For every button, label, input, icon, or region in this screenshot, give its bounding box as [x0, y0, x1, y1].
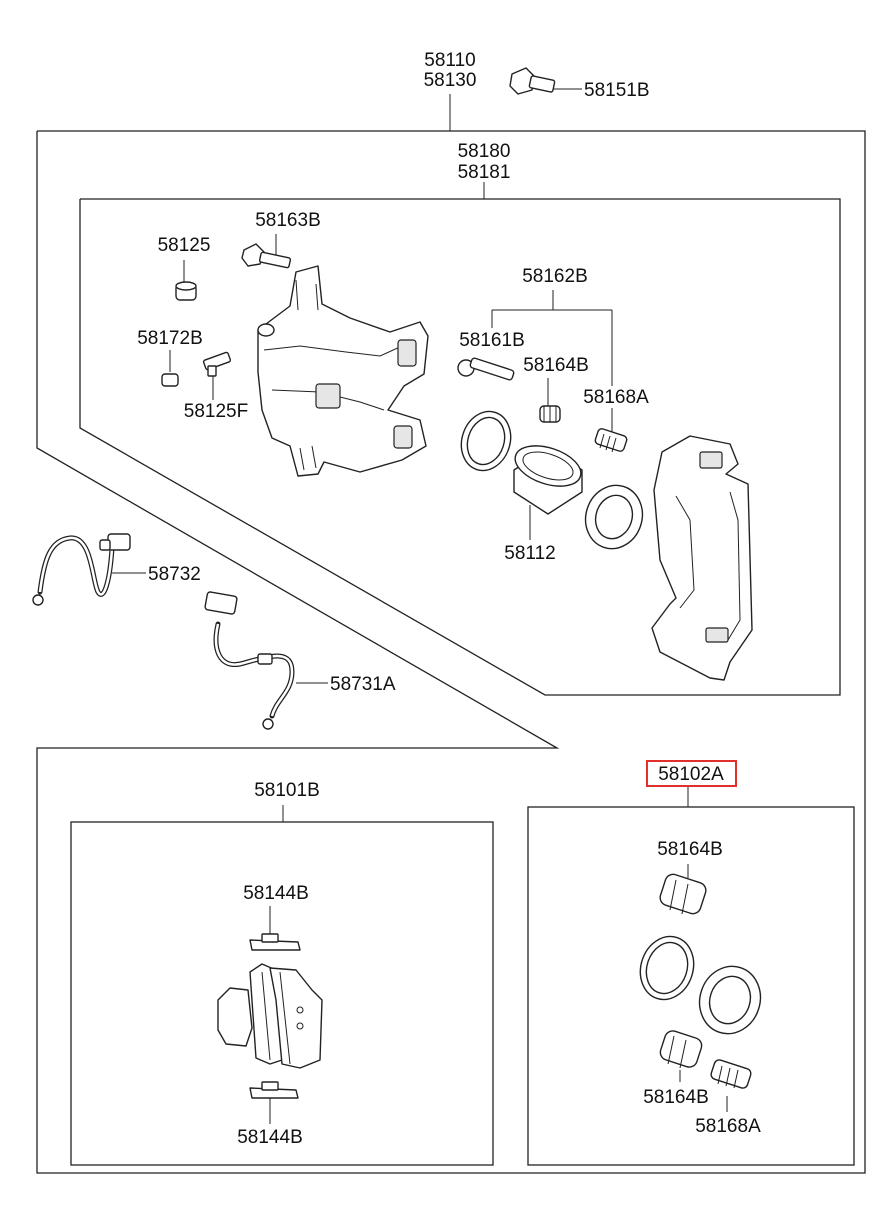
bleeder-cap-part — [175, 281, 197, 301]
kit-boot-bottom-part — [659, 1030, 703, 1069]
brake-pads-part — [217, 963, 323, 1069]
shim-lower-part — [249, 1081, 299, 1099]
seal-ring-part — [460, 410, 512, 472]
bracket-bolt-part — [241, 243, 292, 269]
label-pad-kit: 58101B — [254, 780, 320, 801]
label-main-assembly-1: 58110 — [424, 50, 475, 71]
kit-seal-ring-part — [639, 935, 695, 1001]
bleeder-screw-part — [202, 351, 232, 377]
brake-hose-left-part — [32, 533, 131, 606]
caliper-bracket-part — [651, 435, 753, 681]
label-bleeder-cap: 58125 — [158, 235, 211, 256]
label-shim-lower: 58144B — [237, 1127, 303, 1148]
label-hose-left: 58732 — [148, 564, 201, 585]
kit-boot-sleeve-part — [710, 1059, 752, 1089]
sleeve-upper-part — [594, 428, 628, 453]
bolt-top-part — [509, 67, 556, 95]
label-kit-boot-bottom: 58164B — [643, 1087, 709, 1108]
label-bleeder-plug: 58172B — [137, 328, 203, 349]
label-main-assembly-2: 58130 — [424, 70, 477, 91]
highlight-box — [646, 760, 737, 787]
label-boot-upper: 58164B — [523, 355, 589, 376]
label-caliper-group-2: 58181 — [458, 162, 511, 183]
label-bolt-top: 58151B — [584, 80, 650, 101]
brake-hose-right-part — [204, 591, 295, 730]
label-guide-pin: 58161B — [459, 330, 525, 351]
pad-box — [70, 821, 494, 1166]
label-kit-boot-sleeve: 58168A — [695, 1116, 761, 1137]
boot-upper-part — [539, 405, 561, 423]
label-boot-lower: 58168A — [583, 387, 649, 408]
kit-boot-top-part — [659, 873, 707, 915]
label-hose-right: 58731A — [330, 674, 396, 695]
bleeder-plug-part — [161, 373, 179, 387]
caliper-body-part — [257, 265, 429, 477]
dust-boot-ring-part — [584, 484, 644, 550]
piston-part — [513, 445, 583, 515]
caliper-box — [79, 198, 841, 696]
label-bleeder-screw: 58125F — [184, 401, 248, 422]
guide-pin-part — [457, 357, 515, 381]
label-kit-boot-top: 58164B — [657, 839, 723, 860]
label-repair-kit: 58102A — [658, 764, 724, 785]
outer-frame — [36, 130, 866, 1174]
label-piston: 58112 — [504, 543, 555, 564]
label-shim-upper: 58144B — [243, 883, 309, 904]
repair-kit-box — [527, 806, 855, 1166]
label-bracket-bolt: 58163B — [255, 210, 321, 231]
kit-dust-boot-part — [698, 965, 762, 1035]
label-guide-kit: 58162B — [522, 266, 588, 287]
label-caliper-group-1: 58180 — [458, 141, 511, 162]
shim-upper-part — [249, 933, 301, 951]
